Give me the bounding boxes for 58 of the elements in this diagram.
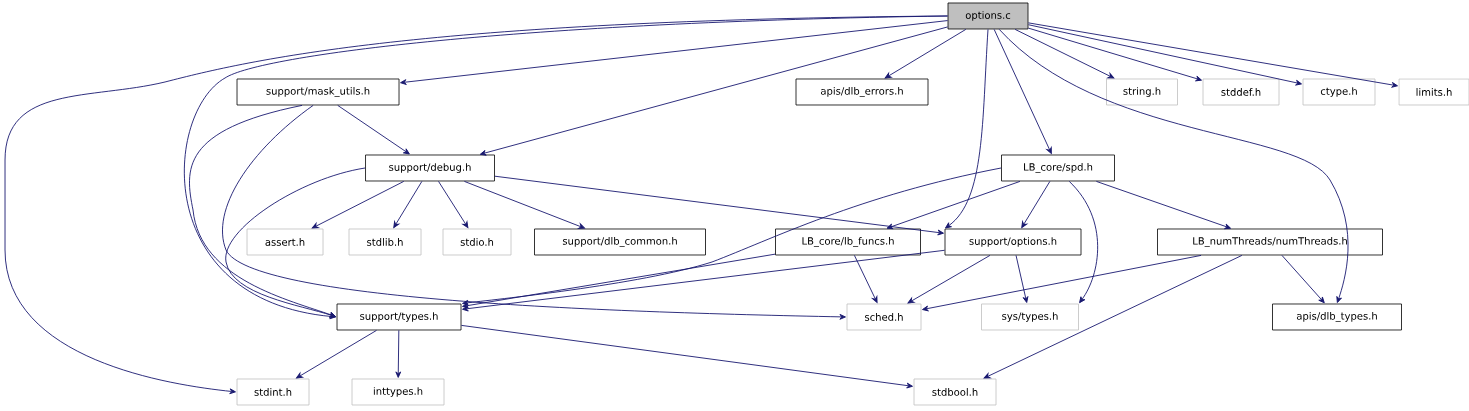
arrow [922,254,1202,312]
system-header-box: sys/types.h [981,303,1079,331]
arrow [337,104,410,155]
box-node: options.c [947,2,1029,30]
arrow [222,104,846,320]
arrow [462,253,776,309]
system-header-box: assert.h [246,228,324,256]
arrow [460,324,913,389]
system-header-box: inttypes.h [351,378,445,406]
arrow [494,175,944,236]
header-box: support/options.h [944,228,1082,256]
header-box: support/debug.h [365,154,495,182]
arrow [400,20,949,85]
system-header-box: stdlib.h [348,228,422,256]
arrow [884,28,967,79]
arrow [1281,254,1325,304]
arrow [907,254,991,304]
header-box: LB_core/lb_funcs.h [775,228,921,256]
system-header-box: sched.h [846,303,922,331]
arrow [438,180,469,229]
arrow [296,329,377,379]
header-box: LB_numThreads/numThreads.h [1157,228,1383,256]
arrow [463,180,586,229]
arrow [983,254,1243,379]
arrow [395,329,402,378]
arrow [479,26,949,156]
system-header-box: limits.h [1398,78,1469,106]
arrow [1068,180,1099,304]
arrow [886,180,1021,230]
arrow [998,28,1349,303]
arrow [1027,24,1302,86]
system-header-box: stdbool.h [913,378,997,406]
arrow [1027,27,1202,82]
arrow [1015,254,1029,303]
arrow [854,254,878,304]
header-box: LB_core/spd.h [1001,154,1115,182]
arrow [1027,22,1398,88]
arrow [4,15,949,395]
header-box: support/types.h [336,303,462,331]
header-box: support/dlb_common.h [534,228,706,256]
system-header-box: ctype.h [1302,78,1376,106]
system-header-box: stddef.h [1202,78,1280,106]
header-box: support/mask_utils.h [236,78,400,106]
arrow [945,28,989,229]
arrow [1014,28,1115,79]
arrow [462,167,1002,306]
header-box: apis/dlb_errors.h [795,78,929,106]
arrow [993,28,1052,154]
header-box: apis/dlb_types.h [1272,303,1402,331]
arrow [225,167,366,318]
arrow [393,180,423,229]
arrow [462,249,946,312]
system-header-box: string.h [1106,78,1178,106]
system-header-box: stdio.h [442,228,512,256]
arrow [311,180,405,229]
arrow [1095,180,1232,230]
arrow [1021,180,1051,229]
system-header-box: stdint.h [236,378,310,406]
